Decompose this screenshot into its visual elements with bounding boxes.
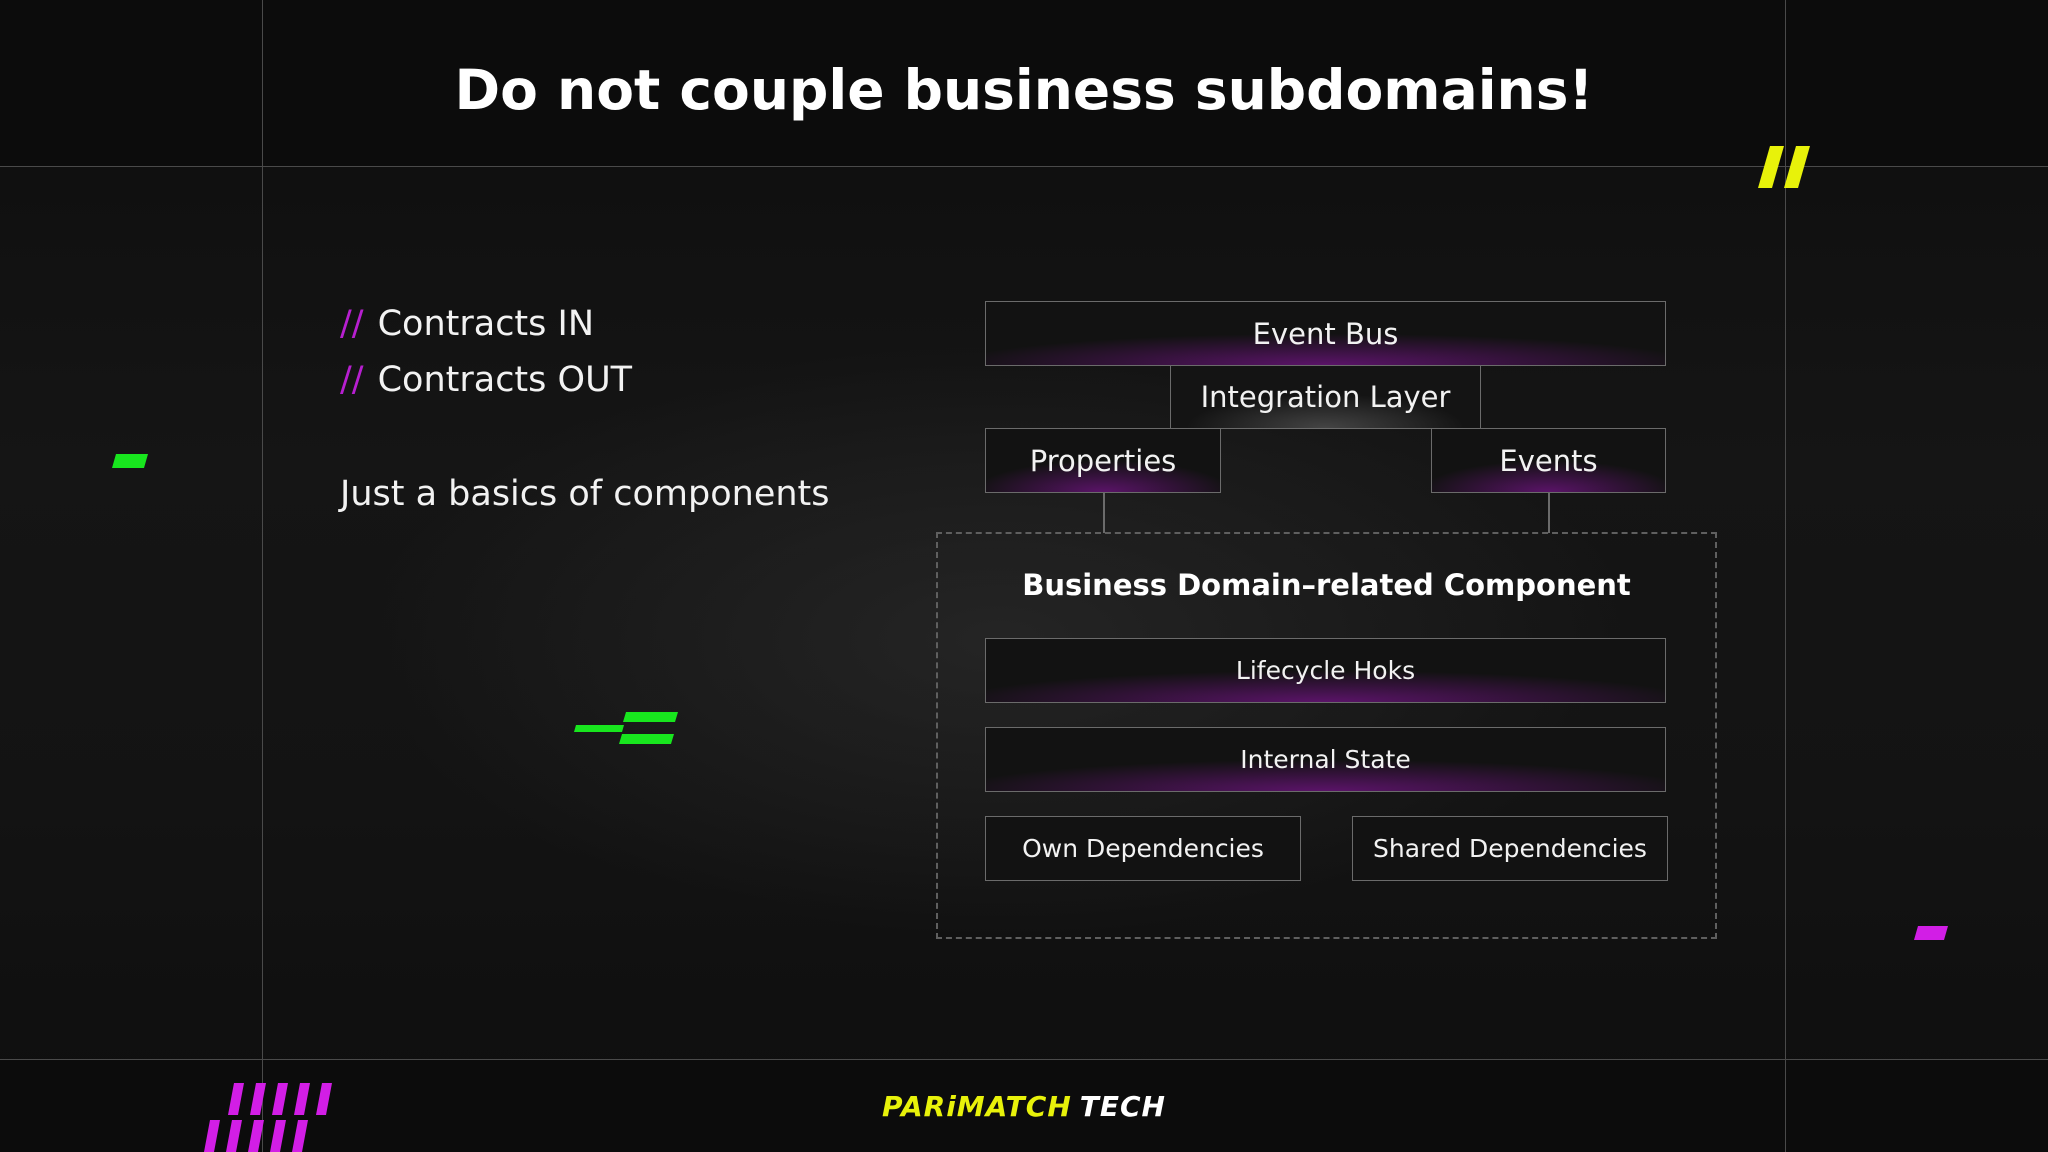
magenta-dash-icon xyxy=(1914,926,1948,940)
grid-line xyxy=(1785,0,1786,1152)
own-dependencies-label: Own Dependencies xyxy=(1022,834,1264,863)
logo-tech: TECH xyxy=(1079,1090,1166,1123)
integration-layer-label: Integration Layer xyxy=(1200,380,1451,414)
footer-band xyxy=(0,1059,2048,1152)
logo-parimatch: PARiMATCH xyxy=(882,1090,1072,1123)
slash-prefix: // xyxy=(340,360,364,400)
grid-line xyxy=(262,0,263,1152)
lifecycle-hooks-label: Lifecycle Hoks xyxy=(1235,656,1416,685)
events-label: Events xyxy=(1499,443,1598,478)
contracts-in-label: Contracts IN xyxy=(377,304,595,344)
slide-title: Do not couple business subdomains! xyxy=(454,58,1594,122)
grid-line xyxy=(0,1059,2048,1060)
connector-line xyxy=(1548,492,1550,533)
yellow-slashes-icon xyxy=(1758,146,1810,188)
component-title: Business Domain–related Component xyxy=(1022,568,1631,602)
internal-state-box: Internal State xyxy=(985,727,1666,792)
magenta-stripes-icon xyxy=(204,1083,332,1152)
lifecycle-hooks-box: Lifecycle Hoks xyxy=(985,638,1666,703)
event-bus-box: Event Bus xyxy=(985,301,1666,366)
own-dependencies-box: Own Dependencies xyxy=(985,816,1301,881)
shared-dependencies-box: Shared Dependencies xyxy=(1352,816,1668,881)
events-box: Events xyxy=(1431,428,1666,493)
event-bus-label: Event Bus xyxy=(1252,316,1399,351)
slash-prefix: // xyxy=(340,304,364,344)
connector-line xyxy=(1103,492,1105,533)
subtitle-text: Just a basics of components xyxy=(340,474,830,514)
component-boundary xyxy=(936,532,1717,939)
contracts-out-label: Contracts OUT xyxy=(377,360,633,400)
integration-layer-box: Integration Layer xyxy=(1170,365,1481,429)
properties-label: Properties xyxy=(1029,443,1177,478)
shared-dependencies-label: Shared Dependencies xyxy=(1373,834,1647,863)
contracts-out-item: // Contracts OUT xyxy=(340,360,632,400)
green-dash-icon xyxy=(112,454,148,468)
internal-state-label: Internal State xyxy=(1240,745,1411,774)
green-equals-icon xyxy=(574,712,678,744)
contracts-in-item: // Contracts IN xyxy=(340,304,594,344)
header-band xyxy=(0,0,2048,167)
grid-line xyxy=(0,166,2048,167)
properties-box: Properties xyxy=(985,428,1221,493)
